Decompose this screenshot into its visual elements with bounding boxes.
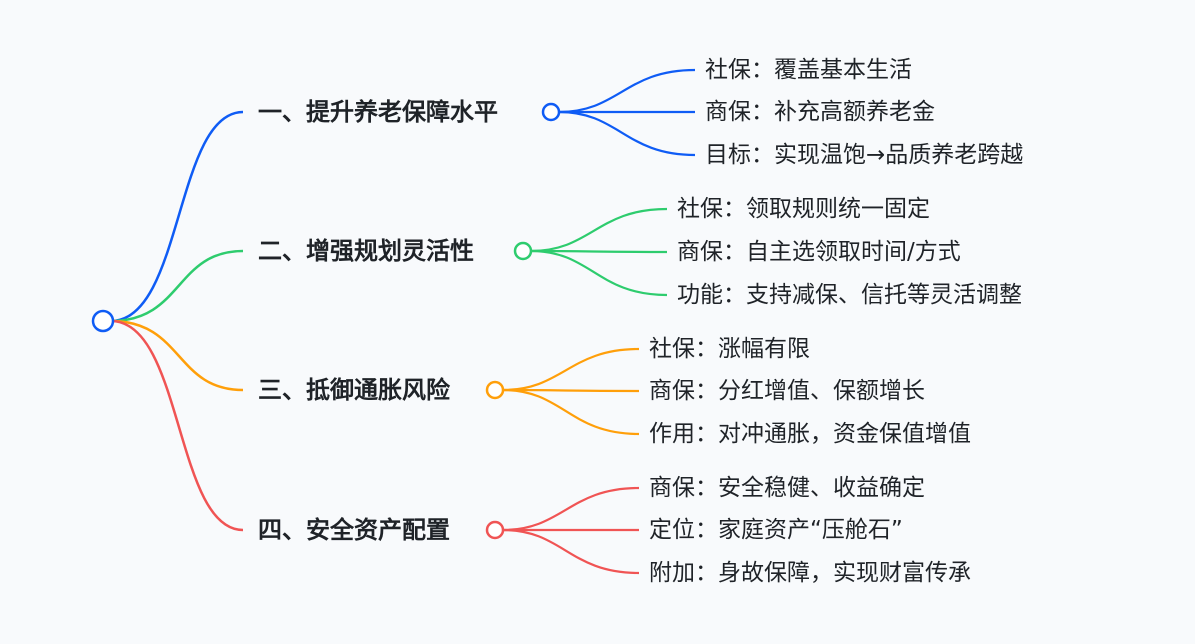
root-node[interactable] [91,309,115,333]
leaf-connector [502,347,640,392]
branch-label: 一、提升养老保障水平 [258,98,498,126]
branch-label: 四、安全资产配置 [258,516,450,544]
branch-node[interactable]: 二、增强规划灵活性 [258,237,533,265]
collapse-toggle-icon[interactable] [485,380,505,400]
leaf-node[interactable]: 社保：领取规则统一固定 [677,196,930,222]
leaf-connector [502,486,640,532]
collapse-toggle-icon[interactable] [541,102,561,122]
leaf-connector [502,388,640,393]
leaf-node[interactable]: 功能：支持减保、信托等灵活调整 [677,282,1022,308]
leaf-connector [530,207,668,253]
branch-label: 二、增强规划灵活性 [258,237,474,265]
branch-connector [110,319,244,392]
leaf-connector [558,110,696,157]
branch-node[interactable]: 三、抵御通胀风险 [258,376,505,404]
leaf-connector [502,528,640,575]
branch-connector [110,110,244,323]
nodes: 一、提升养老保障水平 社保：覆盖基本生活商保：补充高额养老金目标：实现温饱→品质养… [91,57,1023,586]
leaf-connector [530,249,668,254]
leaf-node[interactable]: 作用：对冲通胀，资金保值增值 [649,421,971,447]
branch-node[interactable]: 一、提升养老保障水平 [258,98,561,126]
leaf-node[interactable]: 社保：涨幅有限 [649,336,810,362]
leaf-node[interactable]: 商保：补充高额养老金 [705,99,935,125]
leaf-node[interactable]: 商保：分红增值、保额增长 [649,378,925,404]
leaf-connector [502,388,640,436]
leaf-connector [530,249,668,297]
branch-connector [110,319,244,532]
collapse-toggle-icon[interactable] [513,241,533,261]
branch-node[interactable]: 四、安全资产配置 [258,516,505,544]
branch-connector [110,249,244,323]
connectors [110,68,696,575]
collapse-toggle-icon[interactable] [485,520,505,540]
leaf-node[interactable]: 定位：家庭资产“压舱石” [649,517,903,543]
leaf-node[interactable]: 商保：自主选领取时间/方式 [677,239,961,265]
leaf-connector [558,68,696,114]
branch-label: 三、抵御通胀风险 [258,376,451,404]
leaf-node[interactable]: 目标：实现温饱→品质养老跨越 [705,142,1023,168]
leaf-node[interactable]: 附加：身故保障，实现财富传承 [649,560,971,586]
leaf-node[interactable]: 商保：安全稳健、收益确定 [649,475,925,501]
leaf-node[interactable]: 社保：覆盖基本生活 [705,57,912,83]
